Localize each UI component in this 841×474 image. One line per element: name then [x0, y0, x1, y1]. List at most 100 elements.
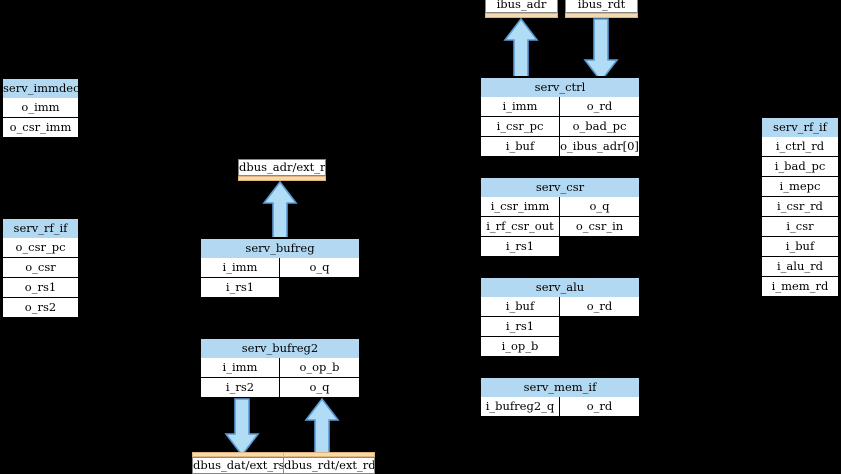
table-row: o_rs1 [2, 278, 79, 298]
port-i-buf: i_buf [761, 237, 839, 257]
signal-ibus-rdt: ibus_rdt [565, 0, 638, 18]
signal-dbus-rdt-ext-rd: dbus_rdt/ext_rd [283, 452, 375, 474]
table-row: i_ctrl_rd [761, 137, 839, 157]
module-serv-alu-title: serv_alu [480, 277, 640, 297]
port-i-imm: i_imm [200, 358, 280, 378]
signal-dbus-adr-ext-rs1-bar [238, 176, 326, 181]
port-o-rd: o_rd [560, 397, 640, 417]
port-i-csr-imm: i_csr_imm [480, 197, 560, 217]
port-i-imm: i_imm [200, 258, 280, 278]
port-o-imm: o_imm [2, 98, 79, 118]
module-serv-mem-if: serv_mem_if i_bufreg2_q o_rd [479, 376, 641, 418]
table-row: i_mem_rd [761, 277, 839, 297]
arrow-ctrl-to-ibus-adr [503, 18, 539, 82]
port-i-csr-rd: i_csr_rd [761, 197, 839, 217]
table-row: o_csr_imm [2, 118, 79, 138]
port-o-rs2: o_rs2 [2, 298, 79, 318]
module-serv-mem-if-title: serv_mem_if [480, 377, 640, 397]
module-serv-immdec: serv_immdec o_imm o_csr_imm [1, 77, 80, 139]
port-empty [560, 317, 640, 337]
port-i-mepc: i_mepc [761, 177, 839, 197]
table-row: o_rs2 [2, 298, 79, 318]
port-o-csr-pc: o_csr_pc [2, 238, 79, 258]
table-row: i_bufreg2_q o_rd [480, 397, 640, 417]
table-row: i_csr_pc o_bad_pc [480, 117, 640, 137]
signal-dbus-dat-ext-rs2-label: dbus_dat/ext_rs2 [192, 457, 289, 474]
port-i-alu-rd: i_alu_rd [761, 257, 839, 277]
port-i-ctrl-rd: i_ctrl_rd [761, 137, 839, 157]
signal-ibus-rdt-label: ibus_rdt [565, 0, 638, 13]
table-row: i_csr [761, 217, 839, 237]
signal-ibus-adr-bar [485, 13, 558, 18]
module-serv-rf-if-right: serv_rf_if i_ctrl_rd i_bad_pc i_mepc i_c… [760, 116, 840, 298]
signal-dbus-rdt-ext-rd-label: dbus_rdt/ext_rd [283, 457, 375, 474]
module-serv-csr: serv_csr i_csr_imm o_q i_rf_csr_out o_cs… [479, 176, 641, 258]
port-o-rs1: o_rs1 [2, 278, 79, 298]
module-serv-csr-title: serv_csr [480, 177, 640, 197]
signal-ibus-adr: ibus_adr [485, 0, 558, 18]
port-empty [280, 278, 360, 298]
port-o-q: o_q [560, 197, 640, 217]
module-serv-immdec-title: serv_immdec [2, 78, 80, 98]
arrow-bufreg2-to-dbus-dat [224, 398, 260, 456]
table-row: i_buf o_ibus_adr[0] [480, 137, 640, 157]
port-i-buf: i_buf [480, 137, 560, 157]
arrow-bufreg-to-dbus-adr [262, 181, 298, 239]
table-row: i_op_b [480, 337, 640, 357]
arrow-dbus-rdt-to-bufreg2 [304, 398, 340, 456]
port-o-ibus-adr-0: o_ibus_adr[0] [560, 137, 640, 157]
table-row: i_imm o_q [200, 258, 360, 278]
module-serv-rf-if-left-title: serv_rf_if [2, 218, 79, 238]
port-i-bad-pc: i_bad_pc [761, 157, 839, 177]
table-row: i_imm o_op_b [200, 358, 360, 378]
signal-ibus-adr-label: ibus_adr [485, 0, 558, 13]
signal-dbus-adr-ext-rs1-label: dbus_adr/ext_rs1 [238, 159, 326, 176]
table-row: o_csr [2, 258, 79, 278]
port-i-op-b: i_op_b [480, 337, 560, 357]
table-row: i_csr_rd [761, 197, 839, 217]
signal-dbus-adr-ext-rs1: dbus_adr/ext_rs1 [238, 159, 326, 181]
signal-ibus-rdt-bar [565, 13, 638, 18]
table-row: i_rs1 [200, 278, 360, 298]
module-serv-bufreg: serv_bufreg i_imm o_q i_rs1 [199, 237, 361, 299]
port-o-csr-in: o_csr_in [560, 217, 640, 237]
table-row: i_bad_pc [761, 157, 839, 177]
table-row: i_mepc [761, 177, 839, 197]
port-o-csr-imm: o_csr_imm [2, 118, 79, 138]
table-row: i_buf [761, 237, 839, 257]
table-row: i_alu_rd [761, 257, 839, 277]
port-i-rs1: i_rs1 [480, 317, 560, 337]
module-serv-rf-if-right-title: serv_rf_if [761, 117, 839, 137]
port-i-csr-pc: i_csr_pc [480, 117, 560, 137]
module-serv-alu: serv_alu i_buf o_rd i_rs1 i_op_b [479, 276, 641, 358]
module-serv-ctrl: serv_ctrl i_imm o_rd i_csr_pc o_bad_pc i… [479, 76, 641, 158]
module-serv-bufreg-title: serv_bufreg [200, 238, 360, 258]
arrow-ibus-rdt-to-ctrl [583, 18, 619, 82]
port-i-mem-rd: i_mem_rd [761, 277, 839, 297]
table-row: i_buf o_rd [480, 297, 640, 317]
port-i-imm: i_imm [480, 97, 560, 117]
port-empty [560, 337, 640, 357]
table-row: i_rs2 o_q [200, 378, 360, 398]
port-o-op-b: o_op_b [280, 358, 360, 378]
port-empty [560, 237, 640, 257]
table-row: o_imm [2, 98, 79, 118]
table-row: i_imm o_rd [480, 97, 640, 117]
module-serv-bufreg2-title: serv_bufreg2 [200, 338, 360, 358]
module-serv-rf-if-left: serv_rf_if o_csr_pc o_csr o_rs1 o_rs2 [1, 217, 80, 319]
signal-dbus-rdt-ext-rd-bar [283, 452, 375, 457]
table-row: o_csr_pc [2, 238, 79, 258]
port-o-q: o_q [280, 378, 360, 398]
signal-dbus-dat-ext-rs2: dbus_dat/ext_rs2 [192, 452, 289, 474]
port-i-rf-csr-out: i_rf_csr_out [480, 217, 560, 237]
table-row: i_csr_imm o_q [480, 197, 640, 217]
port-i-csr: i_csr [761, 217, 839, 237]
table-row: i_rs1 [480, 317, 640, 337]
table-row: i_rf_csr_out o_csr_in [480, 217, 640, 237]
module-serv-ctrl-title: serv_ctrl [480, 77, 640, 97]
port-i-rs1: i_rs1 [200, 278, 280, 298]
port-i-rs2: i_rs2 [200, 378, 280, 398]
table-row: i_rs1 [480, 237, 640, 257]
port-o-bad-pc: o_bad_pc [560, 117, 640, 137]
